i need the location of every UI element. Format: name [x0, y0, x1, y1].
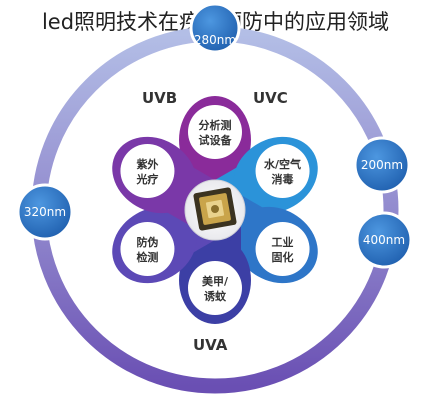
petal-label-line1: 分析测 [199, 118, 232, 132]
petal-label-disc [188, 261, 242, 315]
petal-label-line2: 消毒 [272, 172, 294, 186]
petal-label-disc [120, 222, 175, 276]
badge-320nm-label: 320nm [24, 205, 66, 219]
petal-label-line1: 紫外 [136, 157, 158, 171]
petal-label-line1: 美甲/ [202, 274, 229, 288]
badge-200nm: 200nm [353, 136, 411, 194]
petal-label-disc [255, 144, 310, 198]
arc-label-uvc: UVC [253, 89, 288, 107]
petal-label-line2: 试设备 [199, 133, 233, 147]
led-chip-icon [193, 187, 237, 231]
petal-label-line2: 固化 [272, 250, 294, 264]
petal-label-line2: 检测 [136, 250, 158, 264]
petal-label-disc [120, 144, 175, 198]
badge-400nm-label: 400nm [363, 233, 405, 247]
badge-400nm: 400nm [355, 211, 413, 269]
petal-label-disc [255, 222, 310, 276]
petal-label-line1: 工业 [272, 235, 294, 249]
arc-label-uva: UVA [193, 336, 228, 354]
petal-label-line2: 诱蚊 [204, 289, 227, 303]
petal-label-line1: 防伪 [136, 235, 158, 249]
arc-label-uvb: UVB [142, 89, 177, 107]
petal-label-line2: 光疗 [135, 172, 158, 186]
badge-280nm-label: 280nm [194, 33, 236, 47]
petal-bottom: 美甲/诱蚊 [179, 210, 251, 324]
badge-320nm: 320nm [16, 183, 74, 241]
petal-label-disc [188, 105, 242, 159]
badge-200nm-label: 200nm [361, 158, 403, 172]
petal-label-line1: 水/空气 [264, 157, 301, 171]
badge-280nm: 280nm [189, 2, 241, 54]
